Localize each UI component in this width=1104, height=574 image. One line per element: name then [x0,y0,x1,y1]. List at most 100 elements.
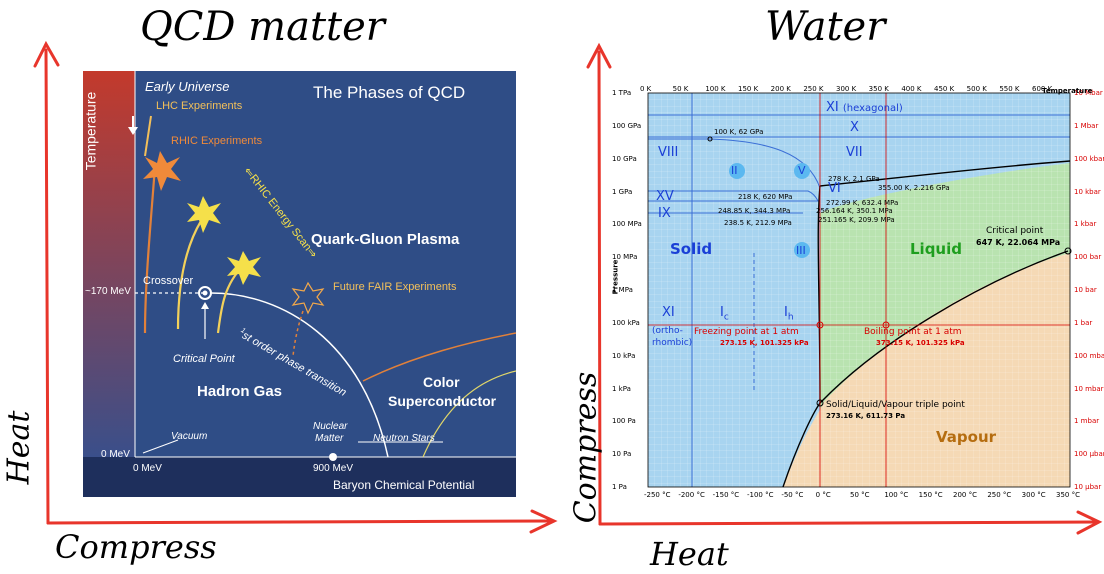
neutron-stars-label: Neutron Stars [373,433,435,444]
critical-point-marker-water [1064,247,1072,255]
grid-overlay [648,93,1070,487]
right-y-label: Compress [568,371,604,524]
bottom-ticks-label: 100 °C [884,491,909,499]
liquid-label: Liquid [910,240,962,258]
boiling-point-marker [882,321,890,329]
ice-vi-label: VI [828,181,841,196]
top-ticks-label: 550 K [999,85,1020,93]
ice-ih: I [784,305,788,320]
bottom-ticks-label: 150 °C [918,491,943,499]
right-x-label: Heat [650,535,729,573]
qcd-graphics [83,71,516,497]
ice-ic-label: Ic [720,305,729,323]
critical-point-arrowhead [201,302,209,309]
temperature-unit: Temperature [1042,87,1093,95]
left-x-arrowhead [529,509,558,534]
right-ticks-label: 10 mbar [1074,384,1104,393]
left-ticks-label: 1 GPa [612,187,633,196]
freezing-point-marker [816,321,824,329]
ice-xi-hex: XI [826,100,839,115]
point-355k: 355.00 K, 2.216 GPa [878,184,950,192]
freezing-point-title: Freezing point at 1 atm [694,327,799,337]
mev900-label: 900 MeV [313,463,354,474]
p100k-marker [707,136,713,142]
rhic-arrow [143,165,157,334]
bottom-ticks-label: -100 °C [747,491,774,499]
baryon-label: Baryon Chemical Potential [333,478,475,492]
rhic-label: RHIC Experiments [171,135,263,147]
right-x-arrowhead [1076,510,1103,535]
right-ticks-label: 100 bar [1074,253,1102,262]
qcd-title: The Phases of QCD [313,83,466,102]
mev0-y-label: 0 MeV [101,449,130,460]
ice-xi-hex-label: XI (hexagonal) [826,100,903,115]
triple-point-marker [816,399,824,407]
pressure-axis-label: Pressure [611,259,620,295]
nuclear-matter-label-2: Matter [315,433,344,444]
mev170-label: ~170 MeV [85,286,131,297]
ice-viii-label: VIII [658,145,679,160]
future-fair-label: Future FAIR Experiments [333,281,457,293]
right-ticks-label: 100 mbar [1074,351,1104,360]
nuclear-matter-dot [329,453,337,461]
bottom-ticks-label: -150 °C [712,491,740,499]
scan-star-1 [187,196,221,233]
point-238k: 238.5 K, 212.9 MPa [724,219,792,227]
vapour-label: Vapour [936,428,997,446]
top-ticks-label: 150 K [738,85,759,93]
top-ticks-label: 0 K [640,85,652,93]
ice-v-circle [794,163,810,179]
boiling-point-value: 373.15 K, 101.325 kPa [876,339,965,347]
left-y-label: Heat [1,410,37,485]
right-title: Water [765,4,886,50]
hadron-gas-label: Hadron Gas [197,383,283,400]
triple-point-title: Solid/Liquid/Vapour triple point [826,400,965,410]
temperature-label: Temperature [83,91,99,171]
top-ticks-label: 50 K [672,85,689,93]
critical-point-value: 647 K, 22.064 MPa [976,238,1061,247]
first-order-line [210,292,389,458]
point-248k: 248.85 K, 344.3 MPa [718,207,791,215]
right-ticks-label: 1 mbar [1074,417,1100,426]
point-278k: 278 K, 2.1 GPa [828,175,880,183]
early-universe-label: Early Universe [145,79,230,94]
bottom-ticks-label: 350 °C [1056,491,1080,499]
left-ticks-label: 10 MPa [612,253,638,262]
left-ticks-label: 1 kPa [612,384,631,393]
scan-arrow-2 [216,265,244,334]
viii-vii-boundary [648,138,821,189]
top-ticks-label: 300 K [836,85,857,93]
top-ticks-label: 250 K [803,85,824,93]
rhic-star [143,151,181,191]
top-ticks-label: 200 K [770,85,791,93]
color-super-boundary [362,332,516,382]
qgp-label: Quark-Gluon Plasma [311,231,460,248]
left-ticks-label: 100 kPa [612,318,640,327]
lhc-label: LHC Experiments [156,100,243,112]
right-ticks-label: 100 kbar [1074,154,1104,163]
right-ticks-label: 10 Mbar [1074,89,1103,97]
temperature-bar [83,71,135,457]
top-ticks-label: 450 K [934,85,955,93]
critical-point-dot [202,290,208,296]
left-x-axis-arrow [46,519,552,525]
qcd-phase-diagram: The Phases of QCD Temperature Early Univ… [83,71,516,497]
left-x-label: Compress [55,528,217,566]
ice-ii-circle [729,163,745,179]
left-ticks-label: 1 MPa [612,286,633,294]
ice-ic: I [720,305,724,320]
ice-x-label: X [850,120,859,135]
right-ticks-label: 10 kbar [1074,187,1101,196]
boiling-point-title: Boiling point at 1 atm [864,327,962,337]
top-ticks-label: 400 K [901,85,922,93]
right-ticks-label: 100 µbar [1074,450,1104,459]
left-ticks-label: 100 GPa [612,121,642,130]
fair-star [291,281,325,315]
left-ticks-label: 10 GPa [612,154,637,163]
top-ticks-label: 600 K [1032,85,1053,93]
right-ticks-label: 1 Mbar [1074,121,1099,130]
right-y-axis-arrow [597,50,602,526]
nuclear-matter-label-1: Nuclear [313,421,348,432]
right-y-arrowhead [586,42,612,69]
